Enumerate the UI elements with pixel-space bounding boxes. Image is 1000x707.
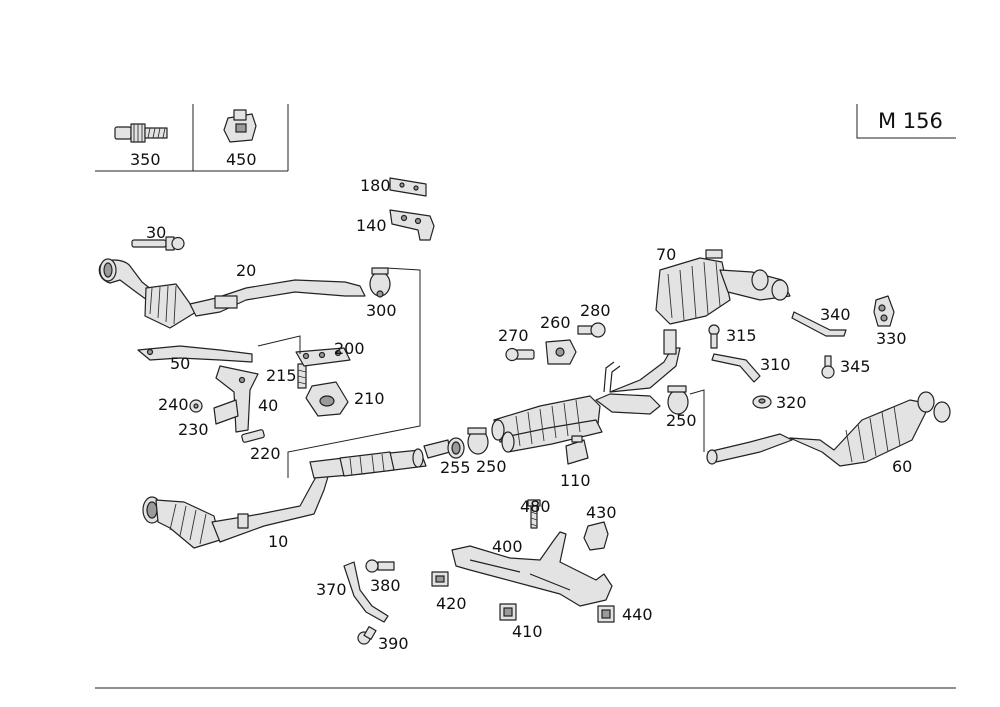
callout-410: 410: [512, 622, 543, 641]
callout-280: 280: [580, 301, 611, 320]
bracket-310: [711, 353, 761, 383]
callout-240: 240: [158, 395, 189, 414]
callout-180: 180: [360, 176, 391, 195]
rubber-mount-part-450: [223, 109, 257, 143]
callout-20: 20: [236, 261, 256, 280]
leader-lines: [257, 267, 705, 478]
hanger-210: [305, 381, 349, 417]
oxygen-sensor-part-350: [114, 123, 168, 143]
callout-320: 320: [776, 393, 807, 412]
callout-220: 220: [250, 444, 281, 463]
washer-320: [752, 395, 772, 409]
bracket-180: [389, 177, 427, 197]
callout-270: 270: [498, 326, 529, 345]
callout-345: 345: [840, 357, 871, 376]
callout-70: 70: [656, 245, 676, 264]
part-450-label: 450: [226, 150, 257, 169]
screw-315: [708, 324, 720, 349]
callout-255: 255: [440, 458, 471, 477]
bolt-215: [297, 363, 307, 389]
callout-140: 140: [356, 216, 387, 235]
intermediate-pipe: [309, 439, 451, 479]
rubber-mount-330: [873, 295, 895, 327]
frame-400: [451, 531, 613, 607]
center-muffler-assembly: [491, 329, 681, 453]
bracket-40: [215, 365, 259, 433]
callout-480: 480: [520, 497, 551, 516]
clip-430: [583, 521, 609, 551]
front-pipe-10: [142, 469, 331, 549]
callout-310: 310: [760, 355, 791, 374]
bolt-380: [365, 559, 395, 573]
engine-code: M 156: [878, 109, 943, 133]
callout-110: 110: [560, 471, 591, 490]
bolt-270: [505, 347, 535, 362]
screw-345: [821, 355, 835, 379]
clamp-300: [369, 267, 391, 298]
callout-440: 440: [622, 605, 653, 624]
callout-60: 60: [892, 457, 912, 476]
bracket-110: [565, 435, 589, 465]
plate-230: [213, 399, 239, 425]
callout-215: 215: [266, 366, 297, 385]
callout-370: 370: [316, 580, 347, 599]
callout-210: 210: [354, 389, 385, 408]
callout-10: 10: [268, 532, 288, 551]
clamp-250-left: [467, 427, 489, 455]
callout-340: 340: [820, 305, 851, 324]
callout-40: 40: [258, 396, 278, 415]
washer-240: [189, 399, 203, 413]
part-350-label: 350: [130, 150, 161, 169]
rear-muffler-60: [706, 391, 951, 467]
bracket-370: [343, 561, 389, 623]
bolt-30: [131, 236, 185, 251]
callout-420: 420: [436, 594, 467, 613]
callout-250-right: 250: [666, 411, 697, 430]
callout-230: 230: [178, 420, 209, 439]
callout-430: 430: [586, 503, 617, 522]
callout-50: 50: [170, 354, 190, 373]
bracket-140: [389, 209, 435, 241]
rear-muffler-70: [655, 249, 791, 325]
callout-200: 200: [334, 339, 365, 358]
bracket-50: [137, 345, 253, 363]
callout-260: 260: [540, 313, 571, 332]
callout-400: 400: [492, 537, 523, 556]
bolt-220: [241, 429, 265, 443]
bolt-390: [357, 626, 377, 645]
engine-code-box: M 156: [856, 104, 956, 139]
ring-255: [447, 437, 465, 459]
rubber-ring-260: [545, 339, 577, 365]
callout-300: 300: [366, 301, 397, 320]
callout-315: 315: [726, 326, 757, 345]
clip-440: [597, 605, 615, 623]
bracket-340: [791, 311, 847, 337]
clip-410: [499, 603, 517, 621]
callout-250-left: 250: [476, 457, 507, 476]
clamp-250-right: [667, 385, 689, 415]
bracket-200: [295, 347, 351, 367]
bolt-280: [577, 322, 606, 338]
callout-30: 30: [146, 223, 166, 242]
inset-table: 350 450: [95, 104, 289, 172]
bolt-480: [527, 499, 541, 529]
clip-420: [431, 571, 449, 587]
callout-330: 330: [876, 329, 907, 348]
callout-390: 390: [378, 634, 409, 653]
front-pipe-20: [98, 258, 366, 329]
callout-380: 380: [370, 576, 401, 595]
